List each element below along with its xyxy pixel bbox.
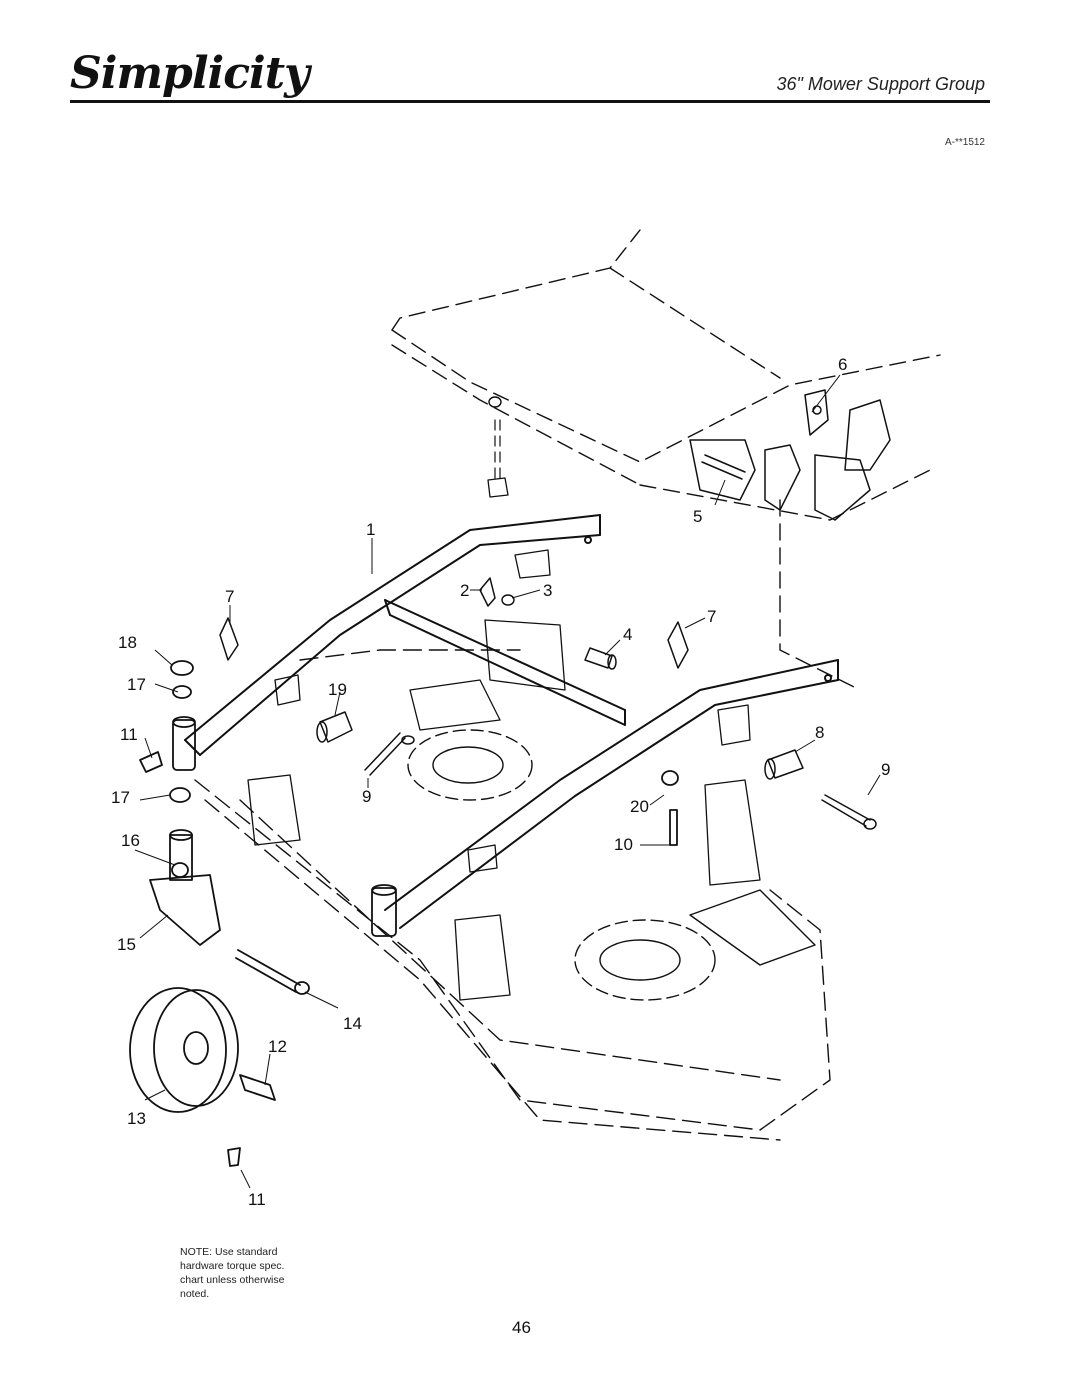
axle-spacer-12	[239, 1074, 276, 1101]
center-link-dashed	[494, 419, 501, 481]
grease-fitting-11-upper	[139, 751, 163, 773]
caster-yoke-15	[149, 874, 221, 946]
callout-16: 16	[121, 831, 140, 850]
wheel-13-tire	[129, 987, 227, 1113]
rear-hanger-brackets	[689, 389, 891, 521]
clevis-pin-9-right	[821, 794, 877, 830]
grease-fitting-11-lower	[227, 1147, 241, 1167]
callout-leaders	[134, 374, 881, 1189]
callout-4: 4	[623, 625, 632, 644]
bolt-10	[669, 809, 678, 846]
callout-1: 1	[366, 520, 375, 539]
mower-deck-outline	[194, 649, 831, 1141]
callout-3: 3	[543, 581, 552, 600]
brand-logo: Simplicity	[70, 48, 310, 99]
callout-9-right: 9	[881, 760, 890, 779]
callout-6: 6	[838, 355, 847, 374]
callout-17-upper: 17	[127, 675, 146, 694]
callout-15: 15	[117, 935, 136, 954]
callout-12: 12	[268, 1037, 287, 1056]
callout-11-upper: 11	[120, 725, 138, 744]
bushing-17-lower	[169, 787, 191, 803]
callout-13: 13	[127, 1109, 146, 1128]
callout-11-lower: 11	[248, 1190, 266, 1209]
header-rule	[70, 100, 990, 103]
tractor-frame-outline	[391, 229, 941, 691]
clevis-pin-9-left	[364, 732, 415, 776]
callout-5: 5	[693, 507, 702, 526]
callout-8: 8	[815, 723, 824, 742]
callout-7-right: 7	[707, 607, 716, 626]
page-title: 36" Mower Support Group	[776, 74, 986, 94]
callout-2: 2	[460, 581, 469, 600]
frame-sockets	[172, 716, 397, 937]
caster-wheel-assembly	[129, 660, 679, 1167]
spacer-8	[764, 749, 804, 780]
page-number: 46	[512, 1318, 531, 1337]
front-pivot-washer	[488, 396, 502, 408]
pivot-pin-5	[701, 454, 746, 480]
callout-20: 20	[630, 797, 649, 816]
bushing-17-upper	[172, 685, 192, 699]
bolt-14-head	[294, 981, 310, 995]
drawing-number: A-**1512	[944, 137, 985, 148]
locknut-20	[661, 770, 679, 786]
deck-mount-brackets	[247, 549, 761, 1001]
callout-17-lower: 17	[111, 788, 130, 807]
callout-labels: 1 2 3 4 5 6 7 7 8 9 9 10 11 11 12 13 14 …	[111, 355, 890, 1209]
callout-14: 14	[343, 1014, 362, 1033]
spacer-19	[316, 711, 353, 743]
mower-support-frame	[184, 514, 839, 929]
callout-10: 10	[614, 835, 633, 854]
front-pivot-clip	[487, 477, 509, 498]
torque-note: NOTE: Use standard hardware torque spec.…	[180, 1246, 285, 1300]
pin-4	[584, 647, 617, 670]
washer-18	[170, 660, 194, 676]
callout-18: 18	[118, 633, 137, 652]
callout-9-left: 9	[362, 787, 371, 806]
hairpin-clips	[219, 577, 689, 669]
washer-3	[501, 594, 515, 606]
callout-19: 19	[328, 680, 347, 699]
callout-7-left: 7	[225, 587, 234, 606]
blade-spindle-housings	[407, 729, 816, 1001]
